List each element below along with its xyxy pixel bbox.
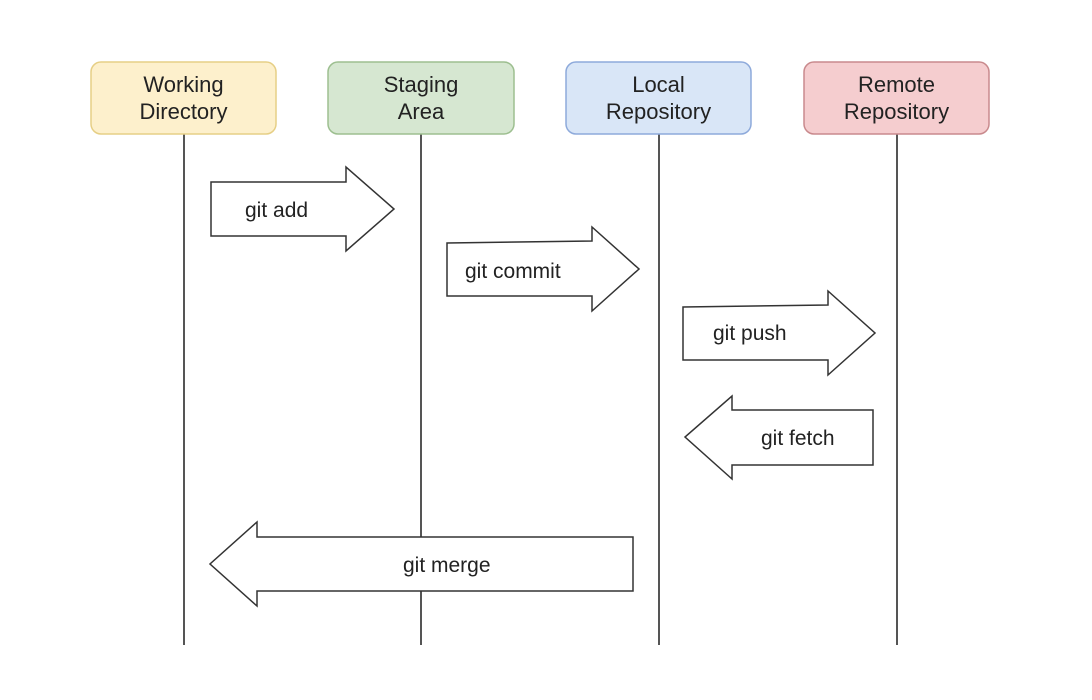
column-label-line-1: Local [632,72,685,97]
arrow-label: git add [245,199,308,222]
arrow-git-merge: git merge [208,520,634,608]
column-box-staging-area: Staging Area [327,61,515,135]
column-box-local-repository: Local Repository [565,61,752,135]
column-label-line-2: Repository [606,99,711,124]
arrow-label: git merge [403,554,491,577]
arrow-label: git push [713,322,787,345]
arrow-git-add: git add [210,165,396,253]
column-label-line-2: Area [398,99,445,124]
column-label-line-2: Directory [139,99,227,124]
column-label-line-1: Remote [858,72,935,97]
arrow-git-push: git push [682,289,877,377]
column-label-line-1: Staging [384,72,459,97]
arrow-label: git commit [465,260,561,283]
column-label-line-2: Repository [844,99,949,124]
column-box-remote-repository: Remote Repository [803,61,990,135]
arrow-label: git fetch [761,427,835,450]
arrow-git-fetch: git fetch [683,394,874,481]
column-box-working-directory: Working Directory [90,61,277,135]
column-label-line-1: Working [143,72,223,97]
arrow-git-commit: git commit [446,225,641,313]
